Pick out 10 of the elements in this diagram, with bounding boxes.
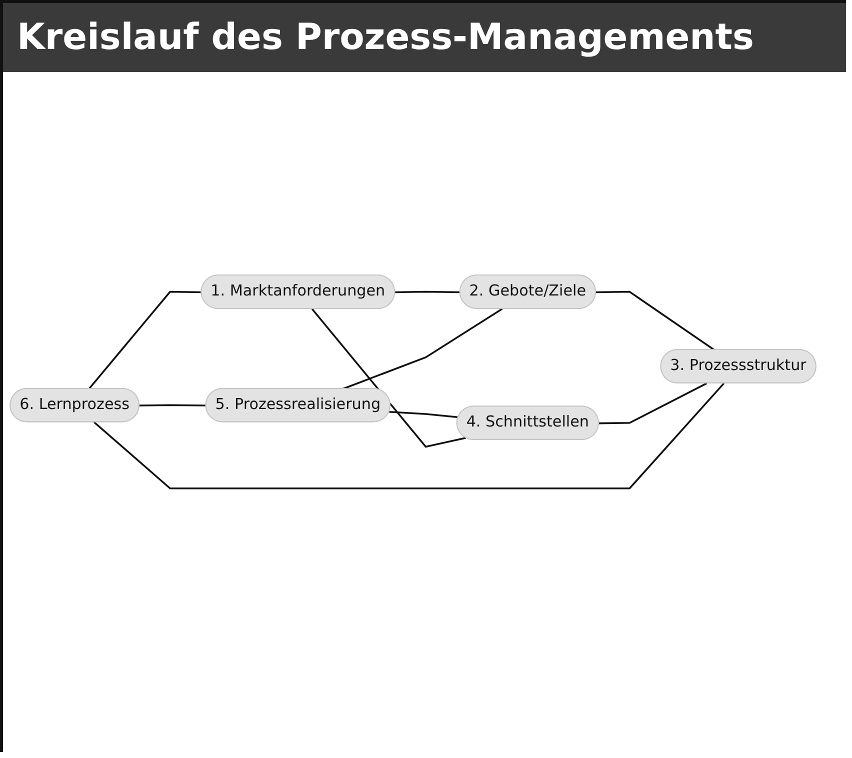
connector xyxy=(395,291,460,294)
connector xyxy=(389,411,459,418)
title-banner: Kreislauf des Prozess-Managements xyxy=(3,3,846,72)
connector xyxy=(598,382,708,424)
connector xyxy=(94,382,725,490)
connector xyxy=(139,404,206,407)
connector xyxy=(311,308,466,448)
connector xyxy=(342,308,503,390)
connector xyxy=(88,291,202,390)
connector xyxy=(596,291,715,351)
